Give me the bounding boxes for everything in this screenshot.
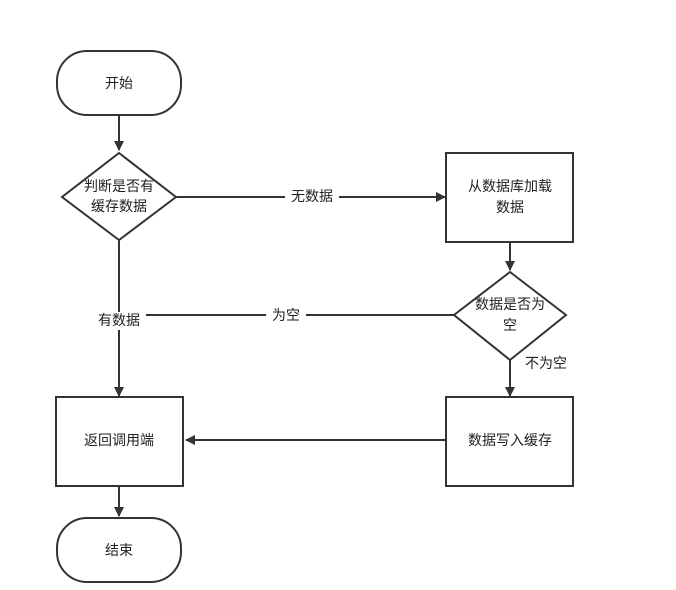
- return-caller-node: [55, 396, 184, 487]
- is-empty-label-bg: [266, 307, 306, 325]
- end-node: [56, 517, 182, 583]
- start-node-label: 开始: [105, 76, 133, 92]
- check-empty-label-line2: 空: [503, 318, 517, 334]
- is-empty-edge-label: 为空: [272, 308, 300, 324]
- not-empty-edge-label: 不为空: [525, 356, 567, 372]
- start-node: [56, 50, 182, 116]
- check-cache-label-line1: 判断是否有: [84, 179, 154, 195]
- has-data-label-bg: [92, 312, 146, 330]
- check-cache-label-line2: 缓存数据: [91, 199, 147, 215]
- no-data-label-bg: [285, 188, 339, 206]
- load-db-label-line2: 数据: [496, 200, 524, 216]
- no-data-edge-label: 无数据: [291, 189, 333, 205]
- end-node-label: 结束: [105, 543, 133, 559]
- has-data-edge-label: 有数据: [98, 313, 140, 329]
- write-cache-label: 数据写入缓存: [468, 433, 552, 449]
- write-cache-node: [445, 396, 574, 487]
- load-db-label-line1: 从数据库加载: [468, 179, 552, 195]
- check-empty-label-line1: 数据是否为: [475, 297, 545, 313]
- check-cache-decision: [60, 151, 178, 242]
- return-caller-label: 返回调用端: [84, 433, 154, 449]
- load-db-node: [445, 152, 574, 243]
- check-empty-decision: [452, 270, 568, 362]
